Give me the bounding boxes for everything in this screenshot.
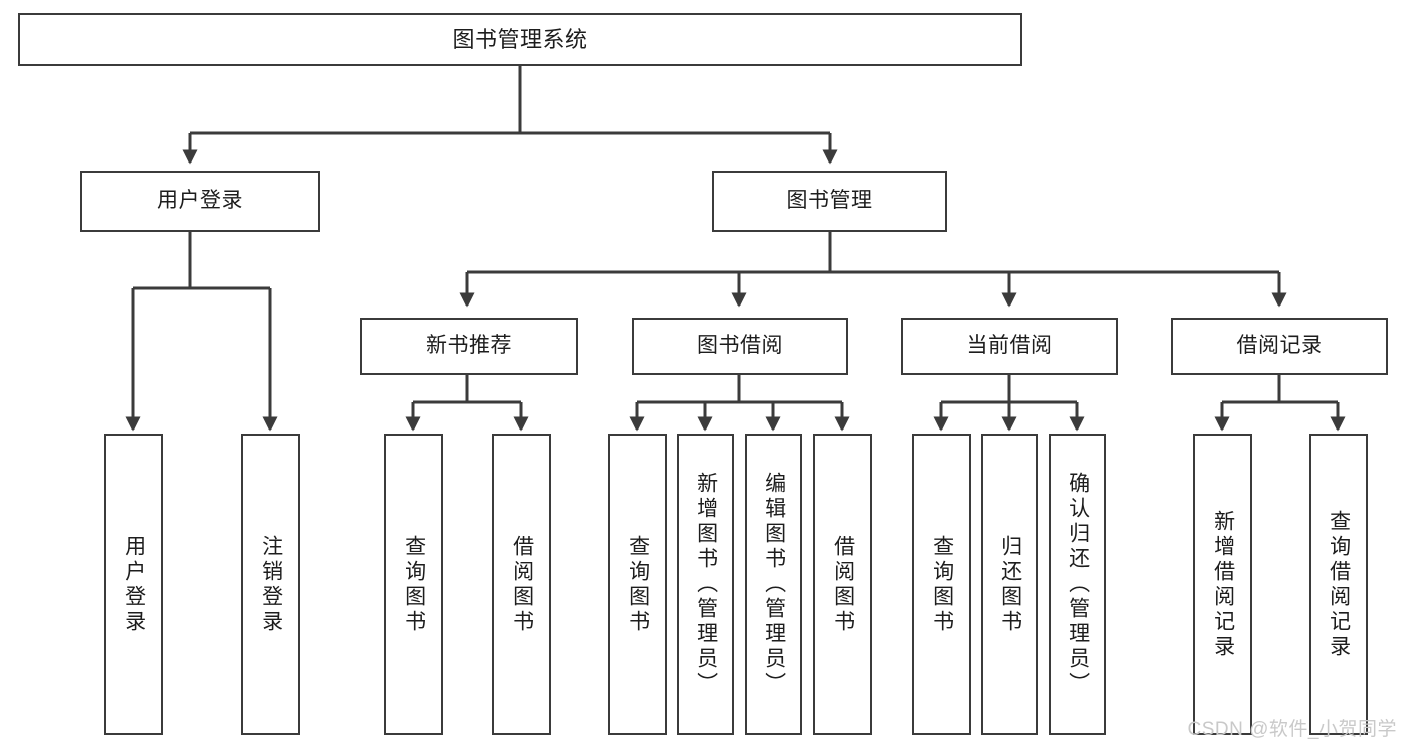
node-label: 编辑图书（管理员） — [762, 472, 786, 697]
node-root-book-management-system[interactable]: 图书管理系统 — [18, 13, 1022, 66]
node-label: 新增借阅记录 — [1211, 509, 1235, 660]
node-label: 查询图书 — [402, 534, 426, 635]
node-label: 新增图书（管理员） — [694, 472, 718, 697]
node-label: 新书推荐 — [426, 334, 512, 358]
leaf-borrow-book[interactable]: 借阅图书 — [813, 434, 872, 735]
leaf-logout[interactable]: 注销登录 — [241, 434, 300, 735]
leaf-query-borrow-record[interactable]: 查询借阅记录 — [1309, 434, 1368, 735]
leaf-confirm-return-admin[interactable]: 确认归还（管理员） — [1049, 434, 1106, 735]
node-label: 图书管理系统 — [452, 26, 588, 52]
node-label: 借阅图书 — [510, 534, 534, 635]
leaf-add-borrow-record[interactable]: 新增借阅记录 — [1193, 434, 1252, 735]
leaf-query-book-borrow[interactable]: 查询图书 — [608, 434, 667, 735]
node-book-borrow[interactable]: 图书借阅 — [632, 318, 848, 375]
node-label: 图书借阅 — [697, 334, 783, 358]
node-label: 当前借阅 — [966, 334, 1053, 358]
leaf-borrow-book-recommend[interactable]: 借阅图书 — [492, 434, 551, 735]
node-label: 借阅记录 — [1236, 334, 1323, 358]
node-label: 查询借阅记录 — [1327, 509, 1351, 660]
node-label: 注销登录 — [259, 534, 283, 635]
node-book-management[interactable]: 图书管理 — [712, 171, 947, 232]
leaf-query-book-recommend[interactable]: 查询图书 — [384, 434, 443, 735]
node-label: 图书管理 — [786, 189, 873, 213]
node-label: 用户登录 — [122, 534, 146, 635]
node-current-borrow[interactable]: 当前借阅 — [901, 318, 1118, 375]
node-new-book-recommend[interactable]: 新书推荐 — [360, 318, 578, 375]
node-label: 确认归还（管理员） — [1066, 472, 1090, 697]
leaf-user-login[interactable]: 用户登录 — [104, 434, 163, 735]
node-user-login[interactable]: 用户登录 — [80, 171, 320, 232]
leaf-query-book-current[interactable]: 查询图书 — [912, 434, 971, 735]
csdn-watermark: CSDN @软件_小贺同学 — [1187, 719, 1397, 740]
node-label: 借阅图书 — [831, 534, 855, 635]
leaf-edit-book-admin[interactable]: 编辑图书（管理员） — [745, 434, 802, 735]
leaf-add-book-admin[interactable]: 新增图书（管理员） — [677, 434, 734, 735]
leaf-return-book[interactable]: 归还图书 — [981, 434, 1038, 735]
node-borrow-record[interactable]: 借阅记录 — [1171, 318, 1388, 375]
node-label: 查询图书 — [626, 534, 650, 635]
node-label: 归还图书 — [998, 534, 1022, 635]
node-label: 查询图书 — [930, 534, 954, 635]
node-label: 用户登录 — [157, 189, 243, 213]
